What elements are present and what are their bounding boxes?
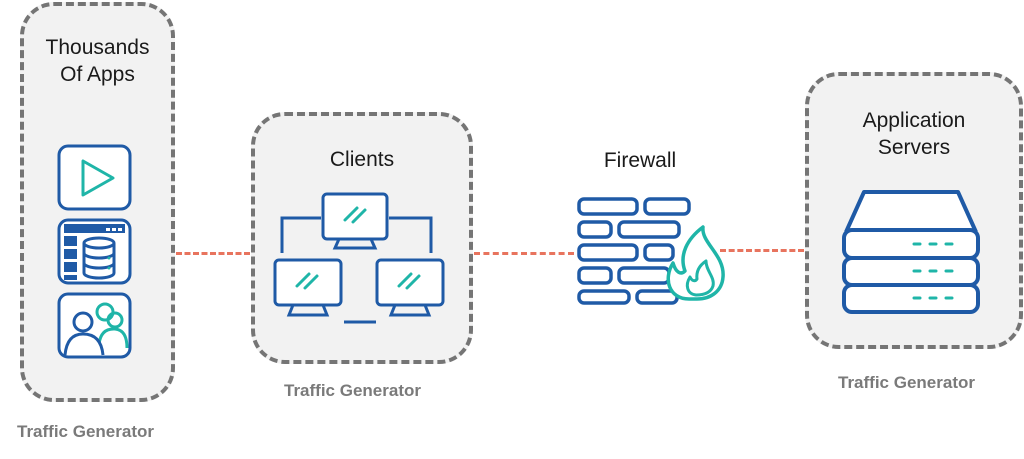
connector-apps-to-clients: [176, 252, 250, 255]
clients-title: Clients: [329, 148, 395, 171]
servers-title-line2: Servers: [877, 136, 951, 159]
users-icon: [57, 292, 132, 359]
brick-wall-flame-icon: [577, 197, 725, 305]
play-video-icon: [57, 144, 132, 211]
connector-firewall-to-servers: [720, 249, 804, 252]
connector-clients-to-firewall: [474, 252, 574, 255]
apps-title-line1: Thousands: [45, 36, 150, 59]
servers-caption: Traffic Generator: [838, 373, 975, 392]
networked-computers-icon: [273, 192, 445, 324]
database-dashboard-icon: [57, 218, 132, 285]
apps-title-line2: Of Apps: [60, 63, 135, 86]
firewall-title: Firewall: [603, 149, 677, 172]
server-rack-icon: [842, 190, 980, 314]
servers-title: Application Servers: [809, 107, 1019, 161]
servers-title-line1: Application: [862, 109, 966, 132]
apps-title: Thousands Of Apps: [22, 34, 173, 88]
apps-caption: Traffic Generator: [17, 422, 154, 441]
clients-caption: Traffic Generator: [284, 381, 421, 400]
